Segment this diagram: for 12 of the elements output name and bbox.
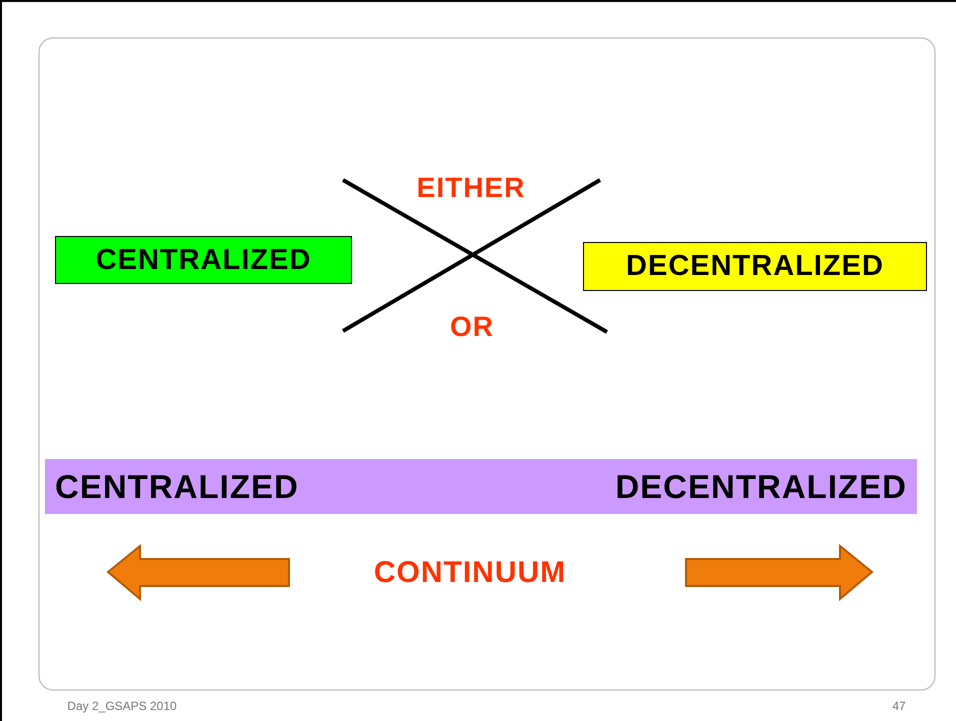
band-left-label: CENTRALIZED bbox=[55, 468, 299, 506]
or-label: OR bbox=[450, 311, 494, 343]
decentralized-box bbox=[583, 242, 927, 291]
box-label: DECENTRALIZED bbox=[626, 250, 884, 283]
continuum-label: CONTINUUM bbox=[374, 556, 566, 590]
either-label: EITHER bbox=[416, 172, 526, 204]
continuum-band bbox=[45, 459, 917, 514]
box-label: CENTRALIZED bbox=[96, 244, 312, 276]
footer-note: Day 2_GSAPS 2010 bbox=[67, 699, 177, 713]
page-number: 47 bbox=[892, 699, 906, 713]
centralized-box bbox=[55, 236, 352, 284]
band-right-label: DECENTRALIZED bbox=[615, 468, 907, 506]
